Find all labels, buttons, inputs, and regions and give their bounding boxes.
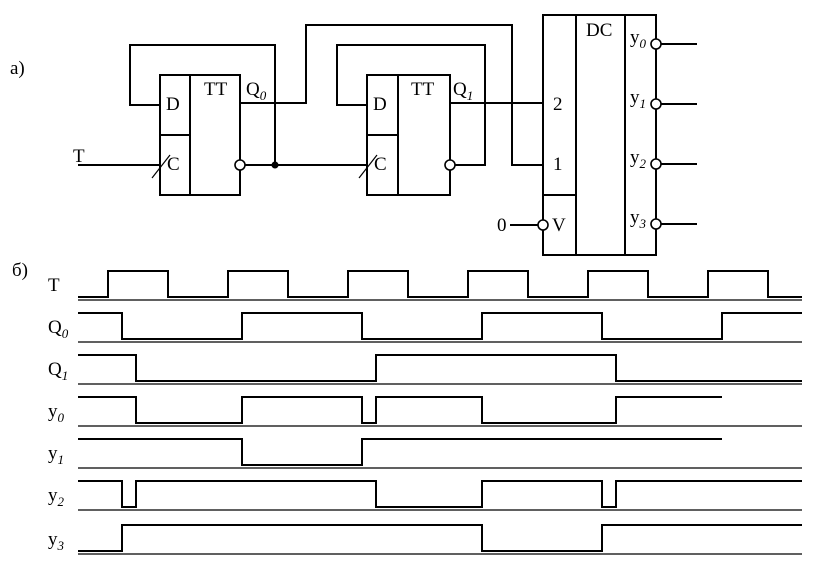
timing-label-q0: Q0 [48,317,69,341]
ff0-clock-slash [151,154,171,179]
ff1-type-label: TT [411,79,435,100]
dc-input-1-label: 1 [553,154,563,175]
dc-enable-bubble [537,219,549,231]
zero-input-label: 0 [497,215,507,236]
dc-input-2-label: 2 [553,94,563,115]
waveform-y0 [78,396,722,424]
ff0-c-label: C [167,154,180,175]
dc-output-label-3: y3 [630,207,647,231]
dc-output-bubble-0 [650,38,662,50]
part-b-label: б) [12,260,28,281]
ff1-d-label: D [373,94,387,115]
dc-output-label-0: y0 [630,27,647,51]
input-t-label: T [73,146,85,167]
waveform-y1 [78,438,722,466]
dc-title: DC [586,20,612,41]
waveform-t [78,270,802,298]
ff1-feedback-wire [336,44,486,166]
ff1-inverted-output-bubble [444,159,456,171]
timing-label-y1: y1 [48,443,64,467]
waveform-y2 [78,480,802,508]
part-a-label: а) [10,58,25,79]
timing-label-q1: Q1 [48,359,68,383]
dc-output-label-1: y1 [630,87,646,111]
decoder-dc: DC 2 1 V [537,14,657,256]
ff0-q-label: Q0 [246,79,267,103]
ff0-inverted-output-bubble [234,159,246,171]
timing-label-y3: y3 [48,529,65,553]
wire-q0-to-dc-in1 [240,24,545,166]
ff1-c-label: C [374,154,387,175]
waveform-q0 [78,312,802,340]
flip-flop-0: D C TT [151,74,246,196]
dc-enable-label: V [552,215,566,236]
ff1-clock-slash [358,154,378,179]
ff0-d-label: D [166,94,180,115]
dc-output-label-2: y2 [630,147,647,171]
waveform-q1 [78,354,802,382]
ff0-feedback-wire [129,44,276,166]
dc-output-bubble-3 [650,218,662,230]
dc-body [542,14,657,256]
flip-flop-1: D C TT [358,74,456,196]
dc-output-bubble-1 [650,98,662,110]
timing-label-t: T [48,275,60,296]
dc-output-bubble-2 [650,158,662,170]
ff0-type-label: TT [204,79,228,100]
ff1-q-label: Q1 [453,79,473,103]
timing-label-y2: y2 [48,485,65,509]
ff0-body [159,74,241,196]
timing-label-y0: y0 [48,401,65,425]
waveform-y3 [78,524,802,552]
dc-outputs: y0 y1 y2 y3 [630,27,697,231]
